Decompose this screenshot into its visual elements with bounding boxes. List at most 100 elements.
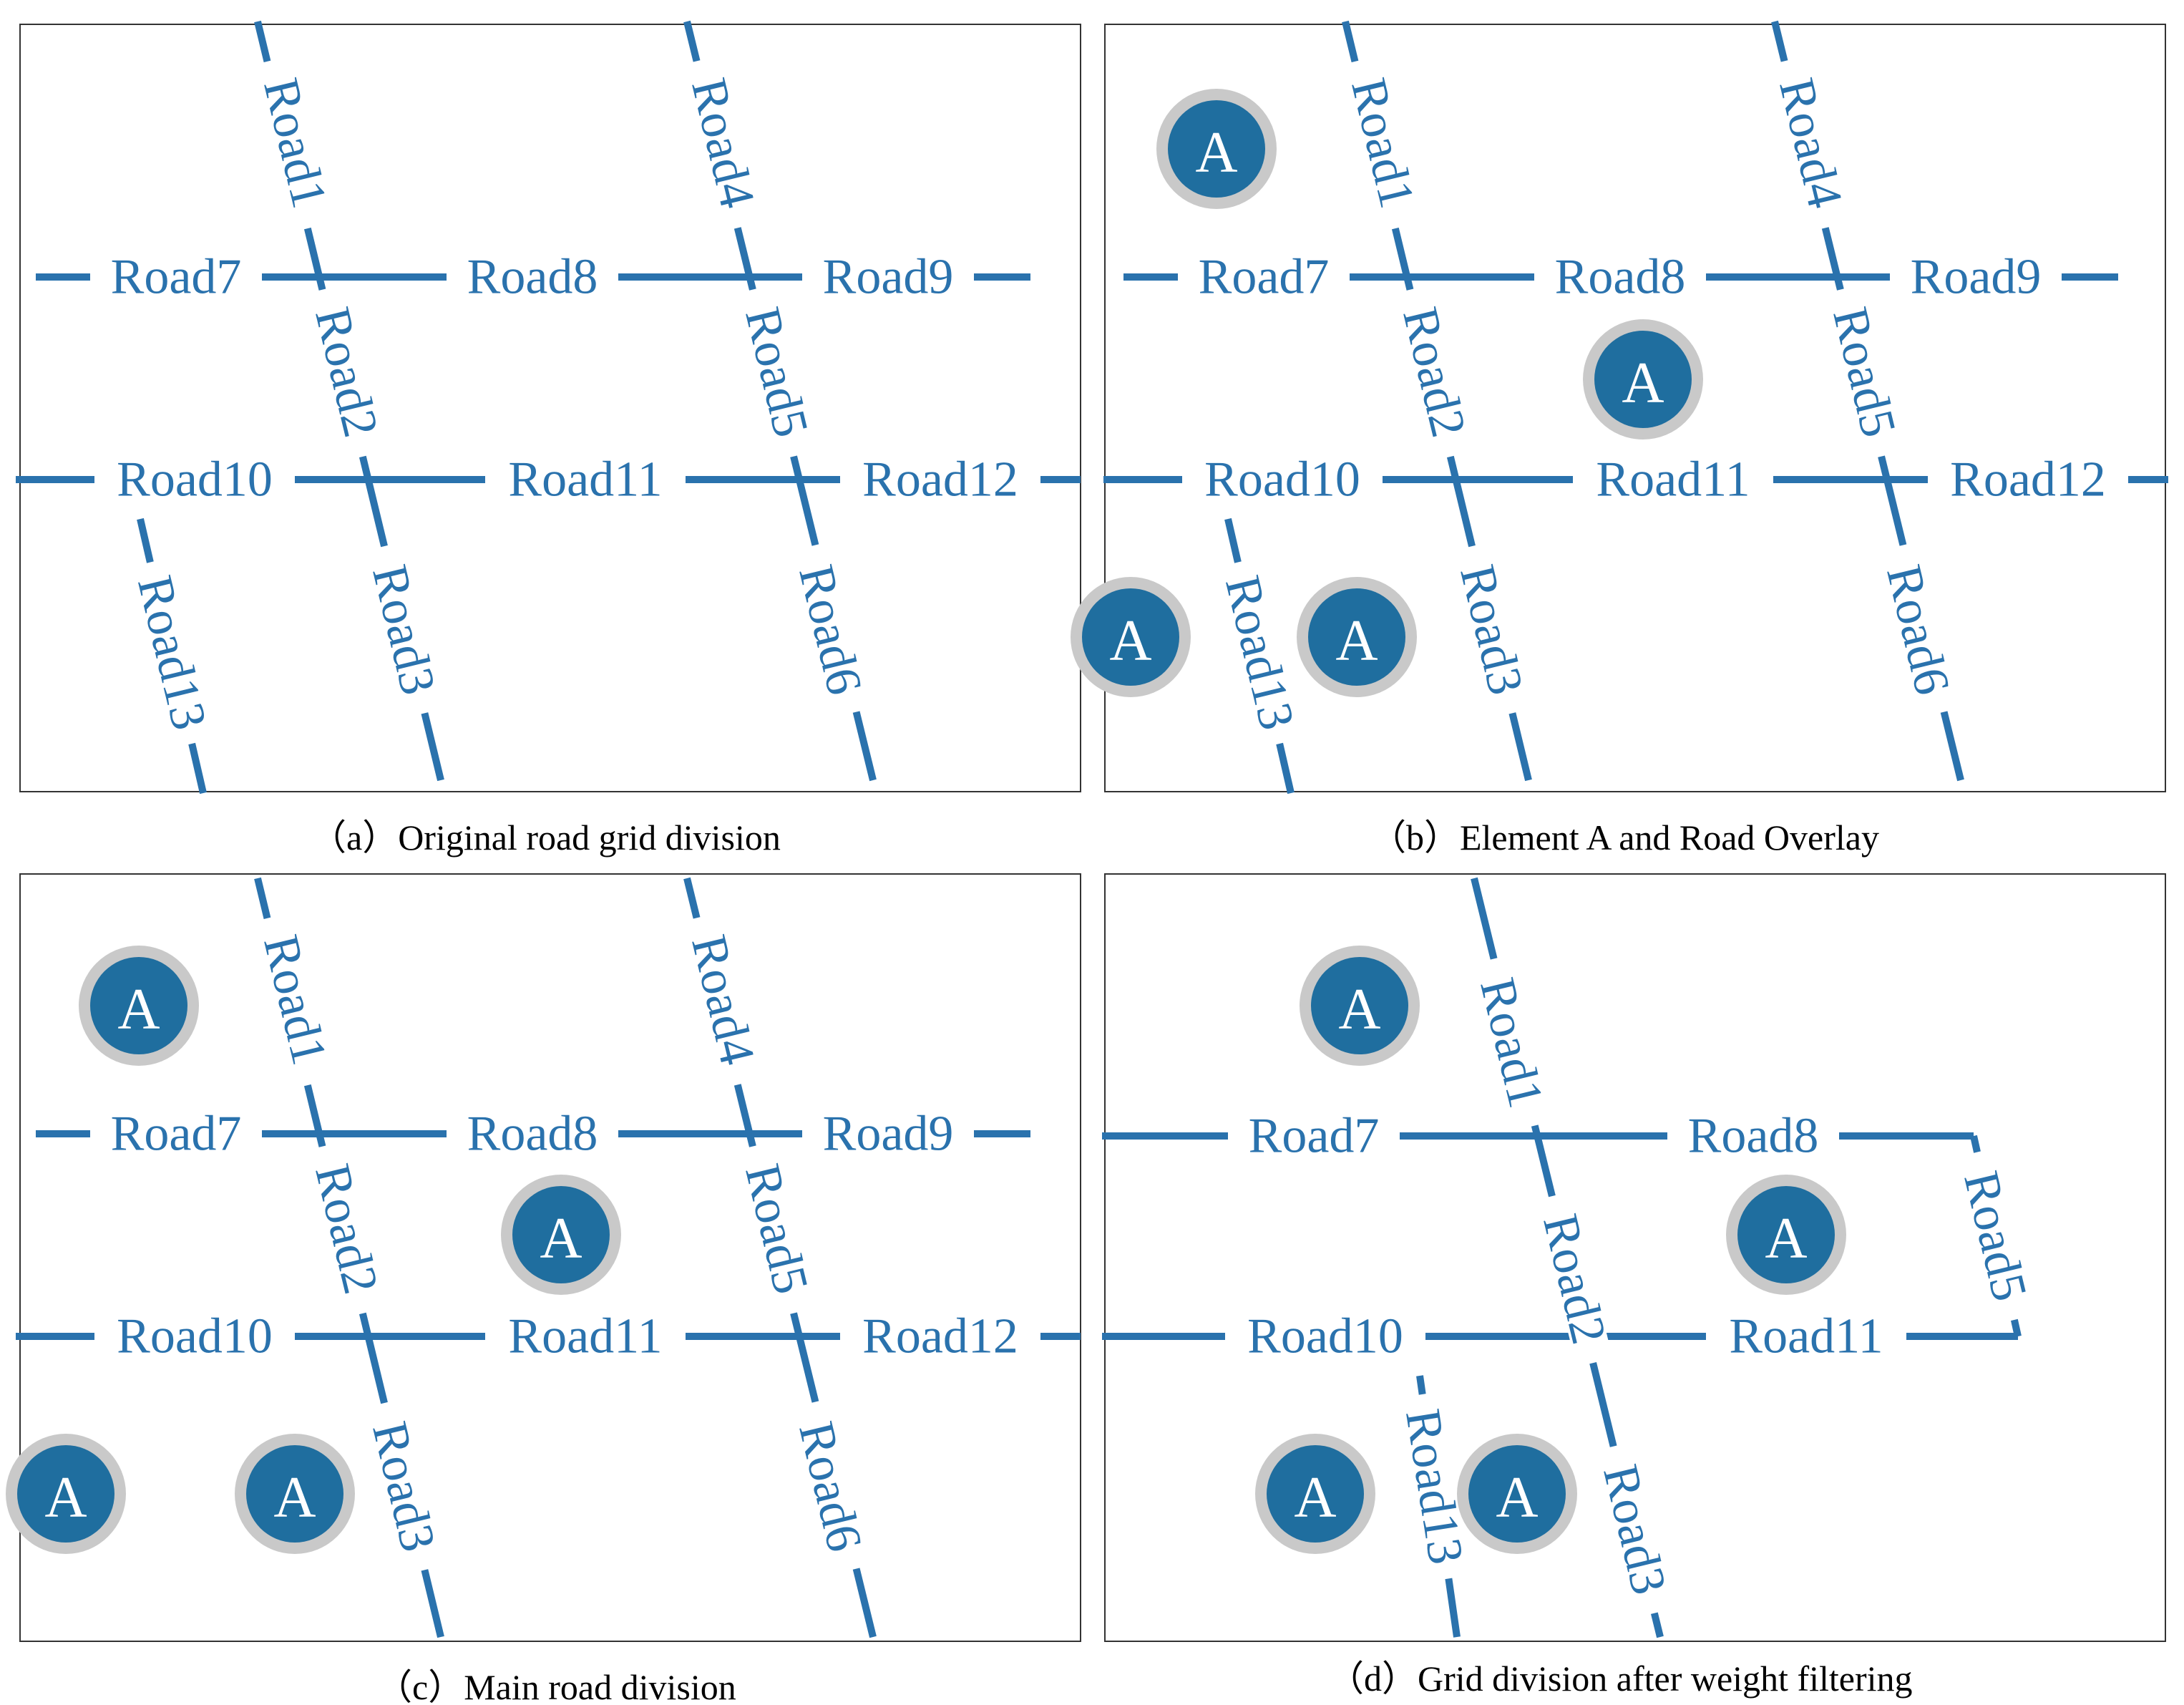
marker-disc	[1267, 1445, 1364, 1543]
road-label: Road9	[823, 1107, 954, 1162]
marker-disc	[512, 1186, 610, 1283]
panel-a-label-r7: Road7	[90, 250, 262, 305]
road-label: Road7	[1199, 250, 1330, 305]
label-background	[791, 1399, 869, 1575]
label-background	[684, 55, 761, 231]
panel-d-label-r10: Road10	[1225, 1309, 1425, 1364]
label-background	[447, 1115, 618, 1152]
label-background	[1219, 558, 1300, 748]
label-background	[94, 1318, 295, 1355]
label-background	[791, 542, 869, 718]
road-label: Road11	[1729, 1309, 1883, 1364]
marker-disc	[90, 957, 187, 1054]
label-background	[840, 461, 1040, 498]
label-background	[1573, 461, 1773, 498]
label-background	[1825, 284, 1903, 460]
label-background	[308, 1141, 385, 1317]
panel-b-label-r8: Road8	[1534, 250, 1706, 305]
label-background	[1956, 1148, 2034, 1324]
panel-c-label-r9: Road9	[802, 1107, 974, 1162]
marker-disc	[1082, 588, 1179, 686]
marker-label: A	[1335, 608, 1378, 673]
marker-label: A	[1195, 120, 1237, 185]
road-label: Road12	[862, 1309, 1018, 1364]
label-background	[256, 912, 333, 1088]
marker-label: A	[1765, 1205, 1807, 1271]
road-label: Road11	[508, 452, 662, 507]
road-label: Road7	[111, 1107, 242, 1162]
label-background	[1890, 258, 2062, 296]
marker-label: A	[540, 1205, 582, 1271]
element-a-marker: A	[501, 1175, 621, 1295]
element-a-marker: A	[1255, 1434, 1375, 1554]
label-background	[1473, 955, 1550, 1131]
element-a-marker: A	[1156, 89, 1277, 209]
label-background	[90, 1115, 262, 1152]
road-label: Road7	[111, 250, 242, 305]
label-background	[132, 558, 212, 748]
marker-disc	[1311, 957, 1408, 1054]
element-a-marker: A	[235, 1434, 355, 1554]
road-label: Road12	[1950, 452, 2106, 507]
road-label: Road10	[117, 1309, 273, 1364]
road-label: Road7	[1249, 1109, 1380, 1164]
label-background	[1453, 542, 1530, 718]
marker-disc	[1737, 1186, 1835, 1283]
label-background	[365, 542, 442, 718]
marker-label: A	[1338, 976, 1380, 1041]
label-background	[1344, 55, 1421, 231]
road-label: Road8	[467, 1107, 598, 1162]
road-label: Road12	[862, 452, 1018, 507]
marker-label: A	[1622, 350, 1664, 415]
road-label: Road11	[1596, 452, 1750, 507]
panel-a-label-r8: Road8	[447, 250, 618, 305]
panel-d-label-r8: Road8	[1667, 1109, 1839, 1164]
element-a-marker: A	[1300, 946, 1420, 1066]
panel-d-label-r11: Road11	[1706, 1309, 1906, 1364]
panel-d-caption: （d）Grid division after weight filtering	[1328, 1658, 1913, 1699]
label-background	[802, 258, 974, 296]
panel-a-caption: （a）Original road grid division	[311, 817, 781, 858]
label-background	[94, 461, 295, 498]
panel-b-label-r3: Road3	[1449, 542, 1534, 718]
panel-d-label-r7: Road7	[1228, 1109, 1400, 1164]
element-a-marker: A	[1071, 577, 1191, 697]
label-background	[1534, 258, 1706, 296]
panel-c-label-r7: Road7	[90, 1107, 262, 1162]
label-background	[738, 284, 815, 460]
panel-a-frame	[19, 24, 1081, 792]
label-background	[1178, 258, 1350, 296]
panel-c-label-r8: Road8	[447, 1107, 618, 1162]
panel-b-label-r12: Road12	[1928, 452, 2128, 507]
marker-disc	[1168, 100, 1265, 198]
marker-label: A	[1109, 608, 1151, 673]
road-label: Road9	[823, 250, 954, 305]
panel-a-label-r11: Road11	[485, 452, 686, 507]
label-background	[1667, 1117, 1839, 1155]
marker-label: A	[1294, 1464, 1336, 1530]
label-background	[840, 1318, 1040, 1355]
marker-label: A	[273, 1464, 316, 1530]
element-a-marker: A	[1297, 577, 1417, 697]
label-background	[1879, 542, 1956, 718]
road-label: Road11	[508, 1309, 662, 1364]
panel-a-label-r12: Road12	[840, 452, 1040, 507]
panel-b-label-r10: Road10	[1182, 452, 1383, 507]
label-background	[802, 1115, 974, 1152]
marker-disc	[1308, 588, 1405, 686]
label-background	[1228, 1117, 1400, 1155]
panel-b-caption: （b）Element A and Road Overlay	[1370, 817, 1879, 858]
marker-label: A	[1496, 1464, 1538, 1530]
marker-label: A	[117, 976, 160, 1041]
panel-c-label-r10: Road10	[94, 1309, 295, 1364]
label-background	[1182, 461, 1383, 498]
element-a-marker: A	[1726, 1175, 1846, 1295]
road-label: Road10	[1204, 452, 1360, 507]
marker-disc	[246, 1445, 343, 1543]
label-background	[738, 1141, 815, 1317]
